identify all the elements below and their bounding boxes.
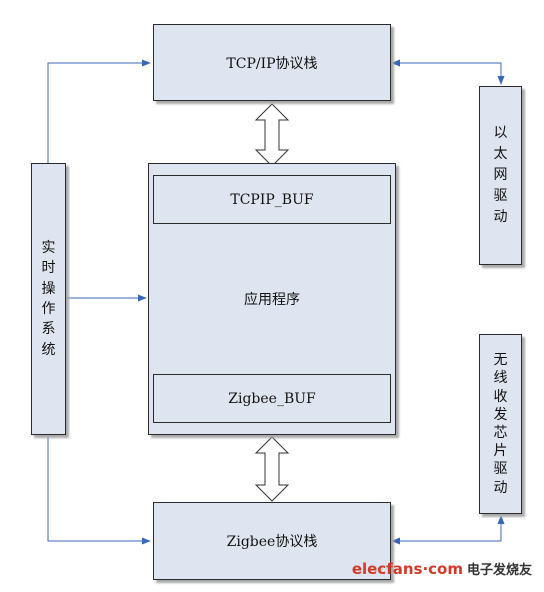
rtos-char: 作 — [41, 301, 56, 317]
wireless-driver-char: 收 — [493, 388, 508, 405]
zigbee-stack-label: Zigbee协议栈 — [226, 534, 318, 550]
ethernet-driver-char: 太 — [493, 146, 508, 162]
tcpip-stack-label: TCP/IP协议栈 — [226, 55, 318, 72]
watermark-site: elecfans·com — [351, 560, 463, 578]
wireless-driver-box: 无 线 收 发 芯 片 驱 动 — [479, 334, 522, 514]
rtos-to-zigbee-arrow — [47, 436, 151, 545]
tcpip-app-double-arrow — [254, 103, 290, 167]
ethernet-driver-char: 网 — [493, 167, 508, 183]
wireless-driver-char: 线 — [493, 370, 508, 387]
wireless-driver-char: 芯 — [493, 425, 508, 441]
zigbee-buf-label: Zigbee_BUF — [228, 390, 316, 407]
wireless-driver-char: 发 — [493, 406, 508, 423]
watermark-cn: 电子发烧友 — [466, 563, 532, 578]
tcpip-buf-label: TCPIP_BUF — [230, 191, 314, 208]
tcpip-stack-box: TCP/IP协议栈 — [153, 24, 391, 101]
tcpip-ethernet-arrow — [391, 59, 505, 85]
wireless-driver-char: 驱 — [493, 461, 508, 478]
zigbee-stack-box: Zigbee协议栈 — [153, 502, 391, 580]
rtos-char: 时 — [41, 260, 56, 277]
wireless-driver-char: 动 — [493, 479, 508, 496]
rtos-char: 系 — [41, 321, 56, 338]
ethernet-driver-char: 驱 — [493, 188, 508, 204]
rtos-to-tcpip-arrow — [47, 59, 151, 163]
wireless-driver-char: 无 — [493, 352, 508, 369]
tcpip-buf-box: TCPIP_BUF — [153, 175, 391, 224]
application-label: 应用程序 — [244, 292, 300, 308]
ethernet-driver-box: 以 太 网 驱 动 — [479, 86, 522, 265]
app-zigbee-double-arrow — [254, 436, 290, 502]
zigbee-wireless-arrow — [391, 515, 505, 545]
zigbee-buf-box: Zigbee_BUF — [153, 374, 391, 423]
wireless-driver-char: 片 — [493, 443, 508, 460]
rtos-char: 实 — [41, 240, 56, 257]
ethernet-driver-char: 以 — [493, 125, 508, 141]
ethernet-driver-char: 动 — [493, 209, 508, 225]
rtos-char: 操 — [41, 280, 56, 297]
rtos-box: 实 时 操 作 系 统 — [31, 163, 66, 435]
rtos-char: 统 — [41, 341, 56, 358]
